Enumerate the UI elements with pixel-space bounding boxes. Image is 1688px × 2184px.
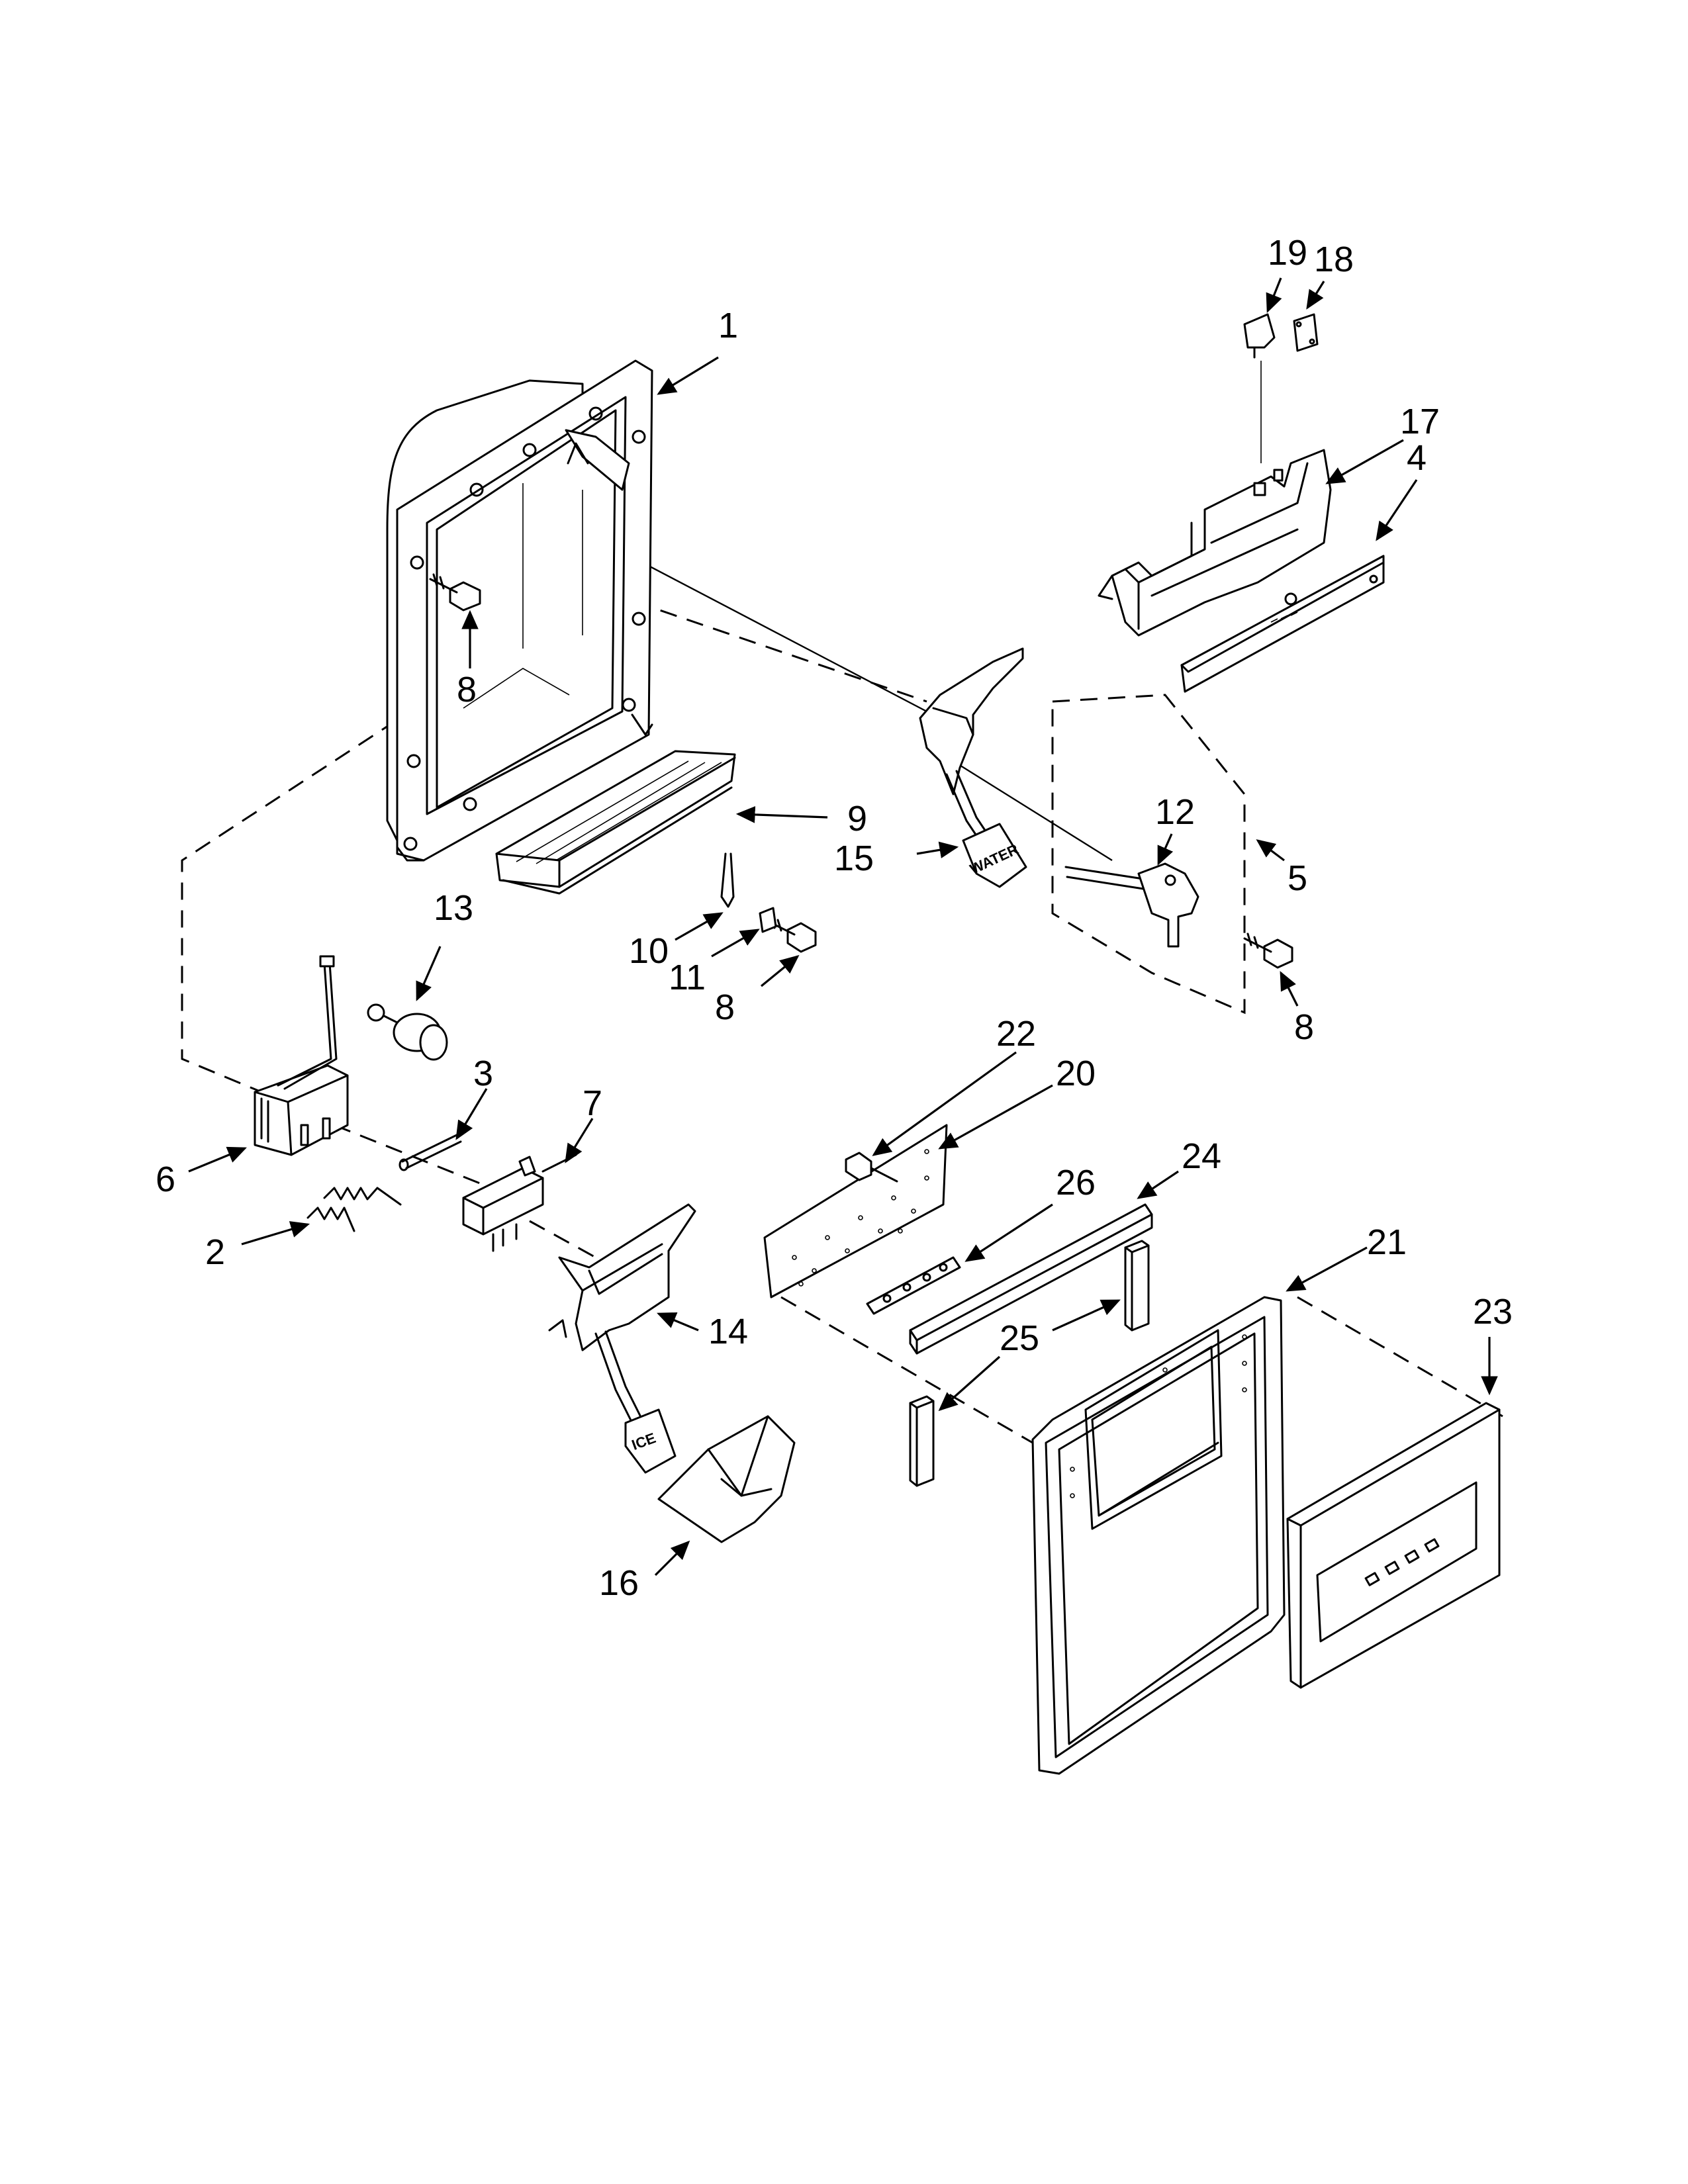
callout-22: 22 bbox=[996, 1014, 1036, 1054]
bar-24 bbox=[909, 1203, 1153, 1355]
callout-15: 15 bbox=[834, 839, 874, 878]
spring-clip-10 bbox=[720, 852, 735, 908]
pin-3 bbox=[399, 1134, 462, 1171]
callout-7: 7 bbox=[583, 1083, 602, 1123]
callout-24: 24 bbox=[1182, 1136, 1221, 1176]
callout-21: 21 bbox=[1367, 1222, 1407, 1262]
callout-2: 2 bbox=[205, 1232, 225, 1272]
guide-lines bbox=[181, 492, 1503, 1444]
water-lever-15: WATER bbox=[919, 647, 1027, 888]
screw-8-right bbox=[1243, 933, 1293, 969]
spacer-25-left bbox=[909, 1395, 935, 1487]
callout-25: 25 bbox=[1000, 1318, 1039, 1358]
drip-tray bbox=[495, 750, 736, 895]
bracket-17 bbox=[1098, 449, 1332, 637]
switch-12 bbox=[1064, 862, 1199, 948]
insulator-18 bbox=[1293, 313, 1319, 352]
callout-13: 13 bbox=[434, 888, 473, 928]
callout-4: 4 bbox=[1407, 438, 1427, 478]
callout-8-upper: 8 bbox=[457, 670, 477, 709]
callout-17: 17 bbox=[1400, 402, 1440, 441]
callout-19: 19 bbox=[1268, 233, 1307, 273]
switch-19 bbox=[1243, 313, 1276, 463]
callout-26: 26 bbox=[1056, 1163, 1096, 1203]
callout-16: 16 bbox=[599, 1563, 639, 1603]
spacer-25-right bbox=[1124, 1240, 1150, 1332]
callout-10: 10 bbox=[629, 931, 669, 971]
ice-lever-14: ICE bbox=[548, 1203, 696, 1474]
control-module-6 bbox=[254, 955, 349, 1156]
callout-9: 9 bbox=[847, 799, 867, 839]
insulator-11 bbox=[759, 907, 777, 933]
callout-arrows bbox=[188, 277, 1498, 1576]
control-board-4 bbox=[1180, 555, 1385, 693]
callout-18: 18 bbox=[1314, 240, 1354, 279]
callout-11: 11 bbox=[669, 958, 706, 997]
callout-12: 12 bbox=[1155, 792, 1195, 832]
callout-1: 1 bbox=[718, 306, 738, 345]
solenoid-13 bbox=[367, 1003, 448, 1061]
screw-22 bbox=[845, 1152, 898, 1183]
callout-labels: 1 2 3 4 5 6 7 8 8 8 9 10 11 12 13 14 15 … bbox=[156, 233, 1513, 1603]
front-panel-21 bbox=[1031, 1296, 1286, 1775]
callout-8-right: 8 bbox=[1294, 1007, 1314, 1047]
callout-8-lower: 8 bbox=[715, 987, 735, 1027]
callout-5: 5 bbox=[1288, 858, 1307, 898]
cover-23 bbox=[1286, 1402, 1501, 1689]
dispenser-housing bbox=[386, 359, 653, 862]
actuator-7 bbox=[462, 1154, 577, 1252]
screw-8-upper bbox=[429, 573, 481, 612]
circuit-board-20 bbox=[763, 1124, 948, 1298]
callout-3: 3 bbox=[473, 1054, 493, 1093]
springs-2 bbox=[306, 1187, 402, 1232]
ice-chute-16 bbox=[657, 1415, 796, 1543]
callout-14: 14 bbox=[708, 1312, 748, 1351]
callout-23: 23 bbox=[1473, 1292, 1513, 1332]
callout-20: 20 bbox=[1056, 1054, 1096, 1093]
led-strip-26 bbox=[866, 1256, 961, 1315]
callout-6: 6 bbox=[156, 1160, 175, 1199]
